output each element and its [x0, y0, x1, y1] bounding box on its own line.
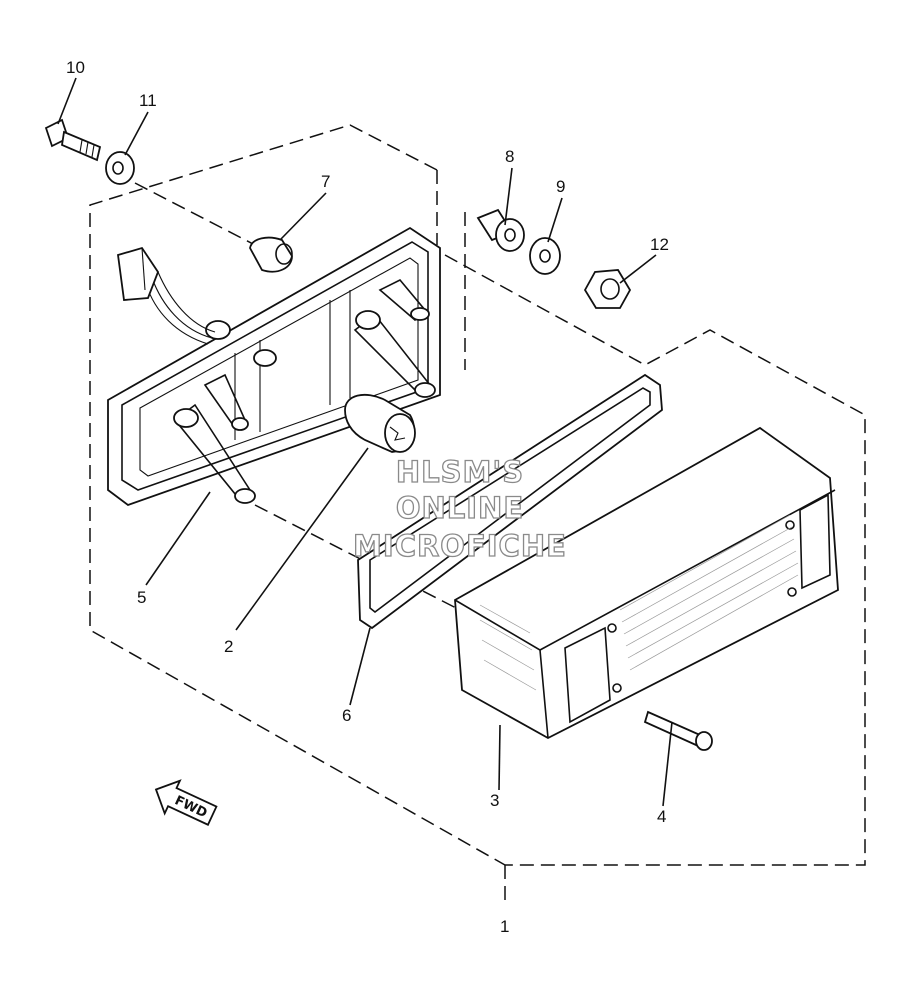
callout-12: 12	[650, 235, 669, 254]
grommet	[249, 236, 293, 273]
callout-10: 10	[66, 58, 85, 77]
fwd-arrow-icon	[154, 779, 218, 826]
watermark-line-2: ONLINE	[396, 491, 524, 525]
watermark: HLSM'S ONLINE MICROFICHE	[352, 454, 567, 563]
collar	[476, 208, 525, 252]
nut	[583, 269, 632, 309]
fwd-direction-arrow: FWD	[154, 779, 218, 826]
bulb	[344, 393, 416, 453]
lens-texture	[479, 514, 799, 691]
callout-8: 8	[505, 147, 514, 166]
assembly-outline	[89, 124, 866, 905]
callout-2: 2	[224, 637, 233, 656]
callout-labels: 1 2 3 4 5 6 7 8 9 10 11 12	[66, 58, 669, 936]
lamp-base-housing	[107, 226, 441, 507]
callout-3: 3	[490, 791, 499, 810]
callout-4: 4	[657, 807, 666, 826]
bolt	[44, 118, 102, 162]
callout-9: 9	[556, 177, 565, 196]
callout-5: 5	[137, 588, 146, 607]
callout-7: 7	[321, 172, 330, 191]
washer	[105, 151, 135, 185]
lens-screw	[643, 710, 713, 751]
leader-lines	[57, 77, 673, 807]
lamp-lens	[454, 426, 839, 740]
plain-washer	[529, 237, 561, 275]
gasket	[357, 373, 663, 630]
callout-11: 11	[139, 91, 157, 110]
callout-1: 1	[500, 917, 509, 936]
watermark-line-3: MICROFICHE	[353, 529, 567, 563]
callout-6: 6	[342, 706, 351, 725]
wiring-harness	[117, 246, 216, 345]
watermark-line-1: HLSM'S	[396, 455, 524, 489]
